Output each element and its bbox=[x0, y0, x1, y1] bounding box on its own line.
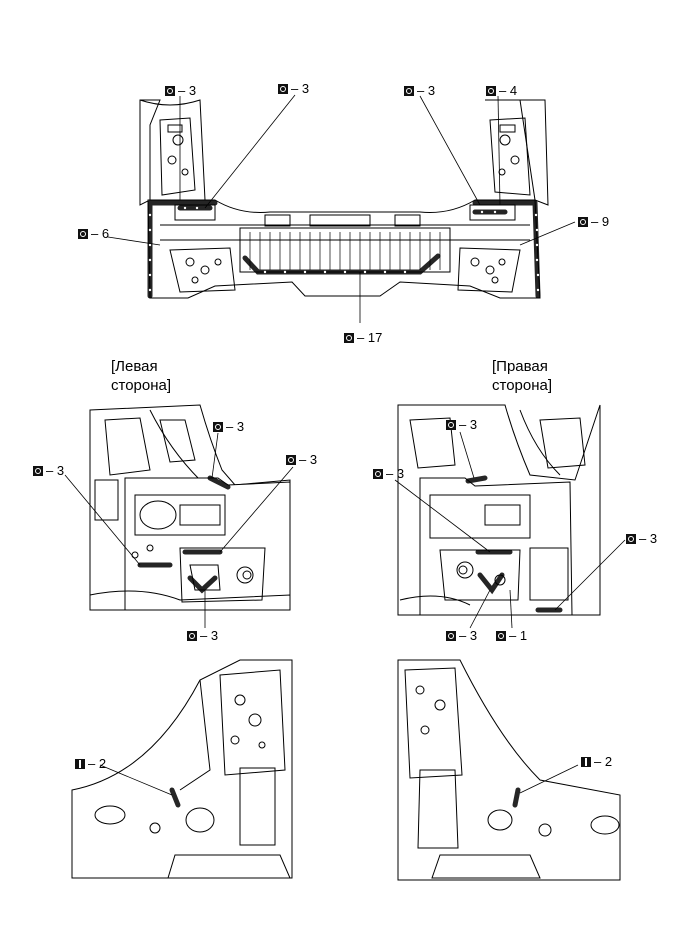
callout-text: – 3 bbox=[291, 81, 310, 96]
callout-text: – 1 bbox=[509, 628, 528, 643]
callout-text: – 3 bbox=[417, 83, 436, 98]
spot-weld-icon bbox=[496, 630, 506, 641]
callout-left-2: – 3 bbox=[286, 453, 317, 466]
left-side-label-line1: [Левая bbox=[111, 358, 158, 375]
callout-text: – 2 bbox=[594, 754, 613, 769]
spot-weld-icon bbox=[446, 630, 456, 641]
callout-left-3: – 3 bbox=[33, 464, 64, 477]
spot-weld-icon bbox=[626, 533, 636, 544]
callout-right-2: – 3 bbox=[373, 467, 404, 480]
callout-top-4: – 4 bbox=[486, 84, 517, 97]
callout-text: – 9 bbox=[591, 214, 610, 229]
callout-right-1: – 3 bbox=[446, 418, 477, 431]
spot-weld-icon bbox=[33, 465, 43, 476]
right-side-label-line2: сторона] bbox=[492, 377, 553, 394]
spot-weld-icon bbox=[373, 468, 383, 479]
spot-weld-icon bbox=[78, 228, 88, 239]
spot-weld-icon bbox=[286, 454, 296, 465]
right-side-label: [Правая сторона] bbox=[492, 357, 552, 395]
callout-text: – 3 bbox=[200, 628, 219, 643]
callout-text: – 3 bbox=[639, 531, 658, 546]
callout-right-4: – 3 bbox=[446, 629, 477, 642]
spot-weld-icon bbox=[165, 85, 175, 96]
right-lower-detail-view bbox=[397, 659, 621, 881]
callout-top-7: – 17 bbox=[344, 331, 382, 344]
spot-weld-icon bbox=[187, 630, 197, 641]
callout-top-1: – 3 bbox=[165, 84, 196, 97]
callout-left-4: – 3 bbox=[187, 629, 218, 642]
callout-top-5: – 6 bbox=[78, 227, 109, 240]
callout-text: – 3 bbox=[226, 419, 245, 434]
rear-panel-full-view bbox=[107, 94, 576, 323]
callout-bottom-left: – 2 bbox=[75, 757, 106, 770]
spot-weld-icon bbox=[278, 83, 288, 94]
spot-weld-icon bbox=[446, 419, 456, 430]
callout-text: – 3 bbox=[459, 417, 478, 432]
spot-weld-icon bbox=[344, 332, 354, 343]
left-side-label: [Левая сторона] bbox=[111, 357, 171, 395]
spot-weld-icon bbox=[486, 85, 496, 96]
right-side-detail-view bbox=[394, 404, 626, 629]
callout-text: – 2 bbox=[88, 756, 107, 771]
callout-right-3: – 3 bbox=[626, 532, 657, 545]
callout-text: – 17 bbox=[357, 330, 383, 345]
callout-text: – 6 bbox=[91, 226, 110, 241]
left-side-detail-view bbox=[64, 404, 294, 628]
bar-weld-icon bbox=[75, 758, 85, 769]
left-side-label-line2: сторона] bbox=[111, 377, 172, 394]
callout-text: – 3 bbox=[46, 463, 65, 478]
callout-left-1: – 3 bbox=[213, 420, 244, 433]
callout-top-3: – 3 bbox=[404, 84, 435, 97]
callout-top-2: – 3 bbox=[278, 82, 309, 95]
callout-text: – 3 bbox=[178, 83, 197, 98]
spot-weld-icon bbox=[578, 216, 588, 227]
left-lower-detail-view bbox=[71, 659, 293, 879]
callout-top-6: – 9 bbox=[578, 215, 609, 228]
callout-text: – 3 bbox=[459, 628, 478, 643]
callout-text: – 3 bbox=[299, 452, 318, 467]
right-side-label-line1: [Правая bbox=[492, 358, 548, 375]
spot-weld-icon bbox=[213, 421, 223, 432]
callout-bottom-right: – 2 bbox=[581, 755, 612, 768]
callout-text: – 4 bbox=[499, 83, 518, 98]
spot-weld-icon bbox=[404, 85, 414, 96]
callout-text: – 3 bbox=[386, 466, 405, 481]
callout-right-5: – 1 bbox=[496, 629, 527, 642]
bar-weld-icon bbox=[581, 756, 591, 767]
